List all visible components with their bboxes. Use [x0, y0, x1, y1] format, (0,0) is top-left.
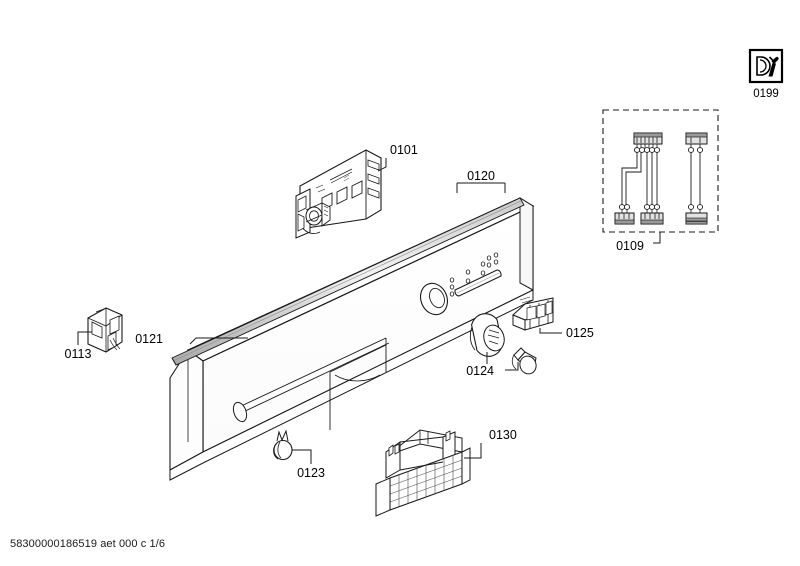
part-group-0125: 0125	[512, 296, 594, 340]
wire-ferrules-lower-left	[618, 204, 631, 210]
connector-bottom-left	[614, 212, 635, 225]
tool-badge-label: 0199	[753, 88, 779, 100]
harness-assembly-left	[614, 132, 664, 225]
part-group-0130: 0130	[375, 428, 517, 517]
wire-ferrules-lower-right	[643, 204, 661, 210]
tool-badge-0199: 0199	[748, 48, 784, 100]
part-label-0123: 0123	[297, 466, 325, 480]
part-label-0125: 0125	[566, 326, 594, 340]
part-group-0124: 0124	[466, 313, 537, 378]
part-group-0113: 0113	[65, 307, 123, 361]
display-window	[454, 269, 502, 297]
push-pin-button	[511, 347, 537, 375]
part-group-0123: 0123	[273, 429, 325, 480]
connector-top-6pin	[633, 132, 663, 145]
part-label-0109: 0109	[616, 239, 644, 253]
part-label-0120: 0120	[467, 169, 495, 183]
part-group-0101: 0101	[295, 143, 418, 239]
connector-jumper-bottom	[685, 212, 708, 225]
connector-bottom-middle	[640, 212, 664, 225]
wrench-tool-icon	[756, 56, 779, 77]
part-label-0101: 0101	[390, 143, 418, 157]
part-group-0109: 0109	[602, 109, 719, 253]
led-indicator-dots	[449, 252, 499, 297]
part-label-0121: 0121	[135, 332, 163, 346]
part-group-0121: 0121	[135, 197, 525, 366]
part-label-0130: 0130	[489, 428, 517, 442]
drawing-footer-text: 58300000186519 aet 000 c 1/6	[10, 538, 166, 550]
part-label-0113: 0113	[65, 347, 92, 361]
wire-ferrules-upper	[633, 147, 661, 153]
knob-socket-hole	[419, 282, 449, 316]
grille-mesh	[389, 455, 463, 507]
control-module-body	[295, 149, 382, 239]
harness-assembly-right	[685, 132, 708, 225]
connector-jumper-top	[685, 132, 708, 145]
part-label-0124: 0124	[466, 364, 494, 378]
